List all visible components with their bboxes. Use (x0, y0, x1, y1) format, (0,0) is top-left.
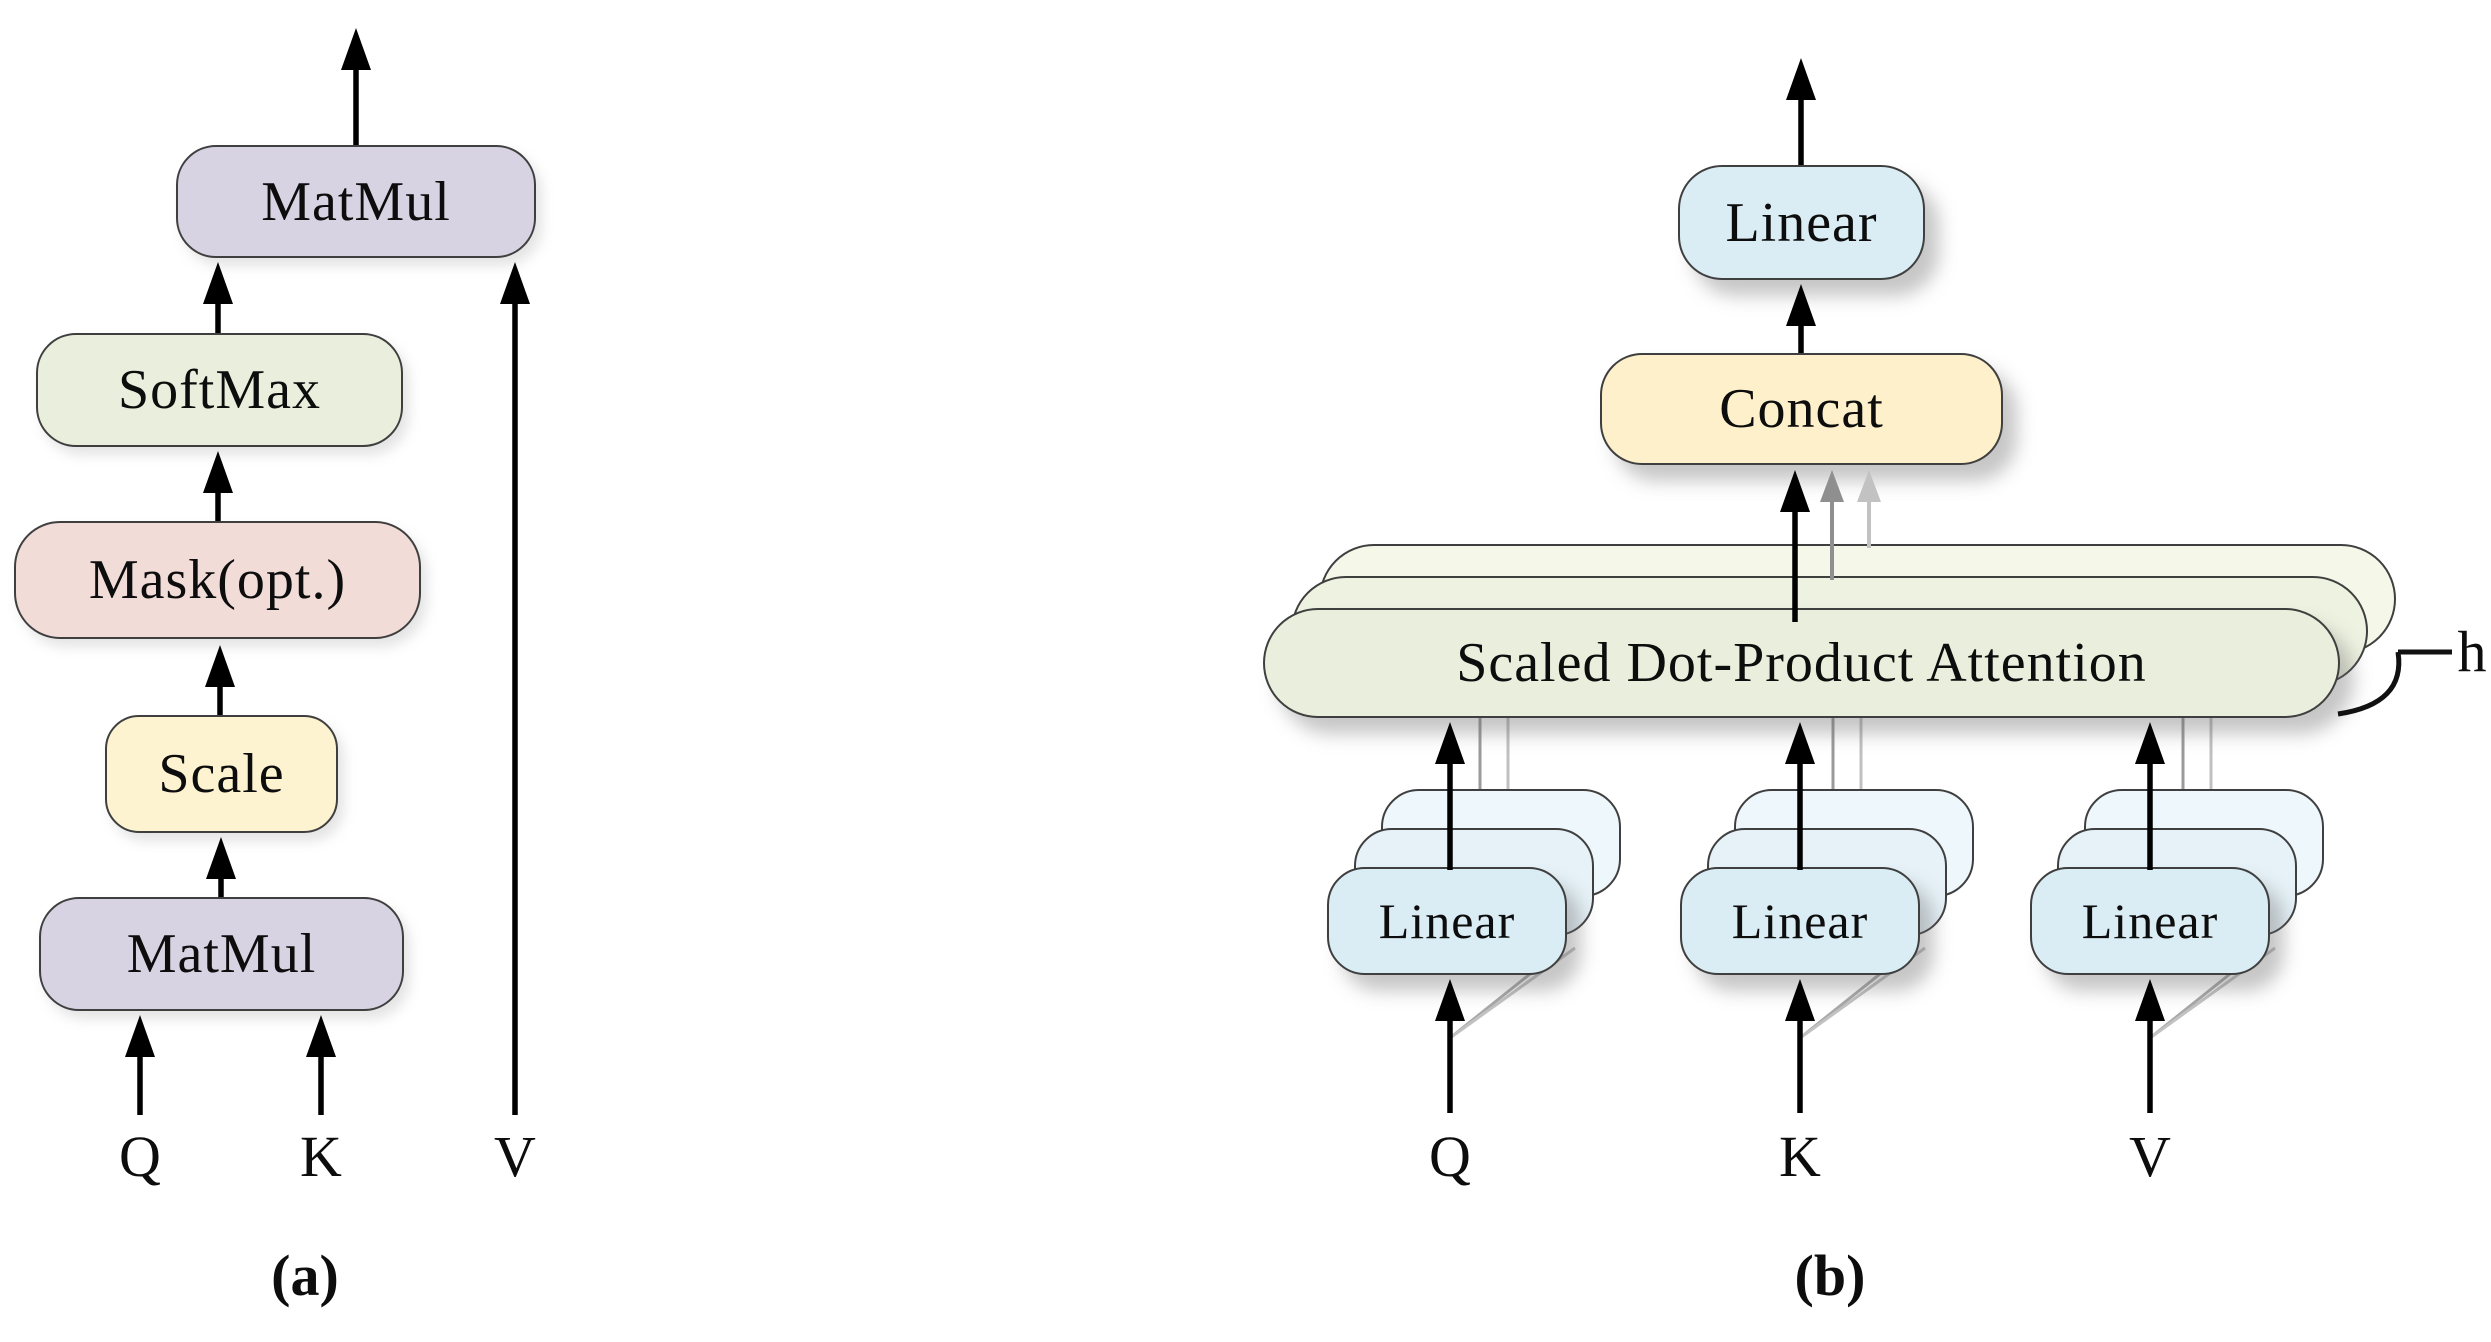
node-linear-output: Linear (1678, 165, 1925, 280)
arrow-attention-to-concat (1780, 470, 1810, 622)
input-label-k-a: K (300, 1124, 342, 1189)
input-label-k-b: K (1779, 1124, 1821, 1189)
node-matmul-output-a: MatMul (176, 145, 536, 258)
arrow-head2-to-concat (1820, 470, 1844, 580)
input-label-q-b: Q (1429, 1124, 1471, 1189)
input-label-q-a: Q (119, 1124, 161, 1189)
node-softmax: SoftMax (36, 333, 403, 447)
arrow-mask-to-softmax (203, 451, 233, 521)
arrow-output-b (1786, 58, 1816, 165)
arrow-input-q-a (125, 1015, 155, 1115)
node-linear-k: Linear (1680, 867, 1920, 975)
node-matmul-qk: MatMul (39, 897, 404, 1011)
num-heads-label: h (2457, 619, 2487, 684)
arrow-output-a (341, 28, 371, 145)
arrow-concat-to-linear (1786, 284, 1816, 353)
arrow-matmul-to-scale (206, 837, 236, 897)
node-mask: Mask(opt.) (14, 521, 421, 639)
arrow-input-v-b (2135, 979, 2165, 1113)
arrow-input-k-b (1785, 979, 1815, 1113)
arrow-linear-q-to-attention (1435, 722, 1465, 870)
arrow-linear-k-to-attention (1785, 722, 1815, 870)
num-heads-connector (2337, 649, 2452, 717)
node-scale: Scale (105, 715, 338, 833)
arrow-scale-to-mask (205, 645, 235, 715)
arrow-input-k-a (306, 1015, 336, 1115)
input-label-v-a: V (494, 1124, 536, 1189)
arrow-softmax-to-matmul (203, 262, 233, 333)
node-linear-v: Linear (2030, 867, 2270, 975)
node-linear-q: Linear (1327, 867, 1567, 975)
arrow-linear-v-to-attention (2135, 722, 2165, 870)
node-scaled-dot-product-attention: Scaled Dot-Product Attention (1263, 608, 2340, 718)
node-concat: Concat (1600, 353, 2003, 465)
caption-panel-b: (b) (1794, 1243, 1866, 1308)
caption-panel-a: (a) (271, 1243, 339, 1308)
arrow-input-q-b (1435, 979, 1465, 1113)
arrow-input-v-a (500, 262, 530, 1115)
input-label-v-b: V (2129, 1124, 2171, 1189)
arrow-head3-to-concat (1857, 470, 1881, 548)
